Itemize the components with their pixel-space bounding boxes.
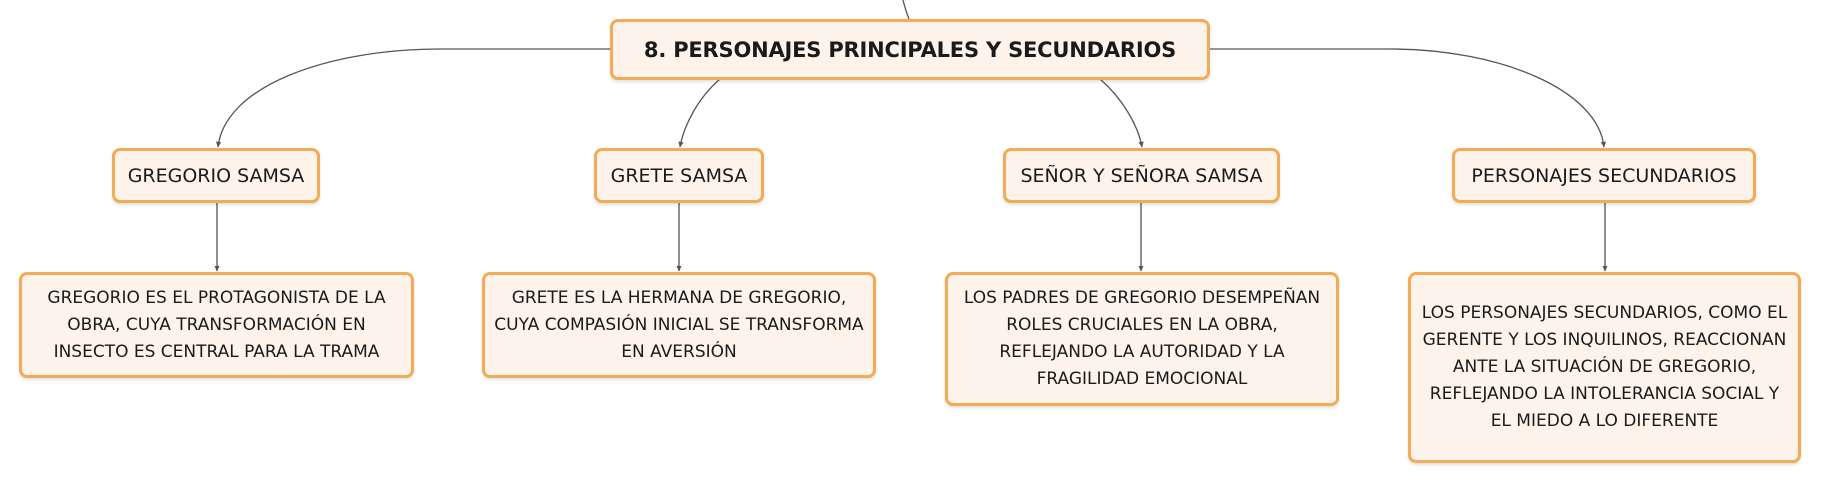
- root-topic-label: 8. PERSONAJES PRINCIPALES Y SECUNDARIOS: [643, 37, 1177, 62]
- leaf-text: GRETE ES LA HERMANA DE GREGORIO, CUYA CO…: [494, 287, 864, 362]
- leaf-text: LOS PADRES DE GREGORIO DESEMPEÑAN ROLES …: [963, 288, 1321, 389]
- leaf-gregorio-samsa[interactable]: GREGORIO ES EL PROTAGONISTA DE LA OBRA, …: [19, 272, 414, 378]
- connector-root-branch-4: [1210, 48, 1607, 148]
- branch-grete-samsa[interactable]: GRETE SAMSA: [594, 148, 764, 203]
- connector-root-branch-1: [216, 48, 612, 148]
- branch-label: SEÑOR Y SEÑORA SAMSA: [1020, 164, 1263, 187]
- leaf-text: LOS PERSONAJES SECUNDARIOS, COMO EL GERE…: [1421, 303, 1788, 431]
- branch-label: PERSONAJES SECUNDARIOS: [1471, 164, 1737, 187]
- branch-gregorio-samsa[interactable]: GREGORIO SAMSA: [112, 148, 320, 203]
- connector-root-branch-3: [1099, 78, 1144, 148]
- root-topic[interactable]: 8. PERSONAJES PRINCIPALES Y SECUNDARIOS: [610, 19, 1210, 80]
- branch-label: GREGORIO SAMSA: [127, 164, 305, 187]
- connector-incoming: [902, 0, 910, 20]
- leaf-grete-samsa[interactable]: GRETE ES LA HERMANA DE GREGORIO, CUYA CO…: [482, 272, 876, 378]
- branch-senor-senora-samsa[interactable]: SEÑOR Y SEÑORA SAMSA: [1003, 148, 1280, 203]
- connector-root-branch-2: [678, 78, 721, 148]
- leaf-text: GREGORIO ES EL PROTAGONISTA DE LA OBRA, …: [47, 287, 386, 362]
- leaf-senor-senora-samsa[interactable]: LOS PADRES DE GREGORIO DESEMPEÑAN ROLES …: [945, 272, 1339, 406]
- branch-label: GRETE SAMSA: [610, 164, 748, 187]
- leaf-personajes-secundarios[interactable]: LOS PERSONAJES SECUNDARIOS, COMO EL GERE…: [1408, 272, 1801, 463]
- branch-personajes-secundarios[interactable]: PERSONAJES SECUNDARIOS: [1452, 148, 1756, 203]
